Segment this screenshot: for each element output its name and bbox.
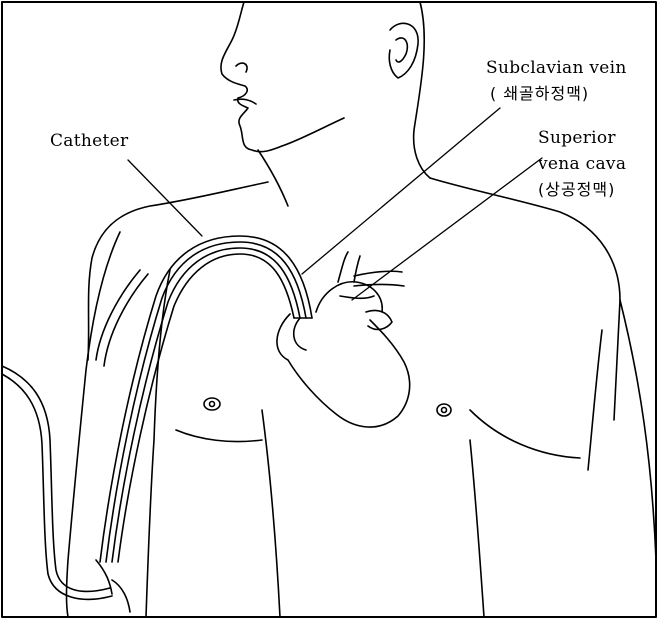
right-pec	[470, 410, 580, 458]
catheter-line-1	[100, 236, 312, 562]
label-svc-en-1: Superior	[538, 130, 616, 147]
ear-inner	[396, 38, 407, 62]
external-tube-outer	[2, 366, 110, 591]
heart	[277, 252, 410, 427]
leader-subclavian	[302, 108, 500, 274]
right-arm-edge	[620, 300, 656, 560]
abdomen-right	[470, 440, 484, 617]
right-shoulder	[430, 178, 620, 420]
left-pec	[176, 430, 262, 442]
right-torso-edge	[588, 330, 602, 470]
left-torso-edge	[146, 270, 170, 617]
label-subclavian-ko: ( 쇄골하정맥)	[490, 86, 589, 102]
label-svc-ko: (상공정맥)	[538, 182, 615, 198]
leader-svc	[352, 158, 542, 300]
left-nipple-center	[210, 402, 215, 407]
chin-jaw	[282, 118, 344, 146]
right-nipple-center	[442, 408, 447, 413]
abdomen-left	[262, 410, 280, 617]
label-svc-en-2: vena cava	[538, 156, 626, 173]
face-profile	[221, 2, 282, 152]
ear	[389, 23, 418, 78]
left-atrium	[294, 318, 306, 350]
left-nipple	[204, 398, 220, 410]
head-back	[414, 2, 430, 178]
label-catheter: Catheter	[50, 133, 128, 150]
label-subclavian-en: Subclavian vein	[486, 60, 627, 77]
right-nipple	[437, 404, 451, 416]
neck-front	[258, 150, 288, 206]
external-tube-inner	[2, 374, 112, 599]
svc-vessel	[338, 252, 360, 282]
heart-outline	[277, 314, 410, 427]
hand-at-insertion	[96, 560, 130, 612]
catheter-line-3	[112, 248, 300, 562]
nostril	[236, 63, 247, 72]
left-shoulder	[88, 182, 268, 360]
catheter	[96, 236, 312, 562]
